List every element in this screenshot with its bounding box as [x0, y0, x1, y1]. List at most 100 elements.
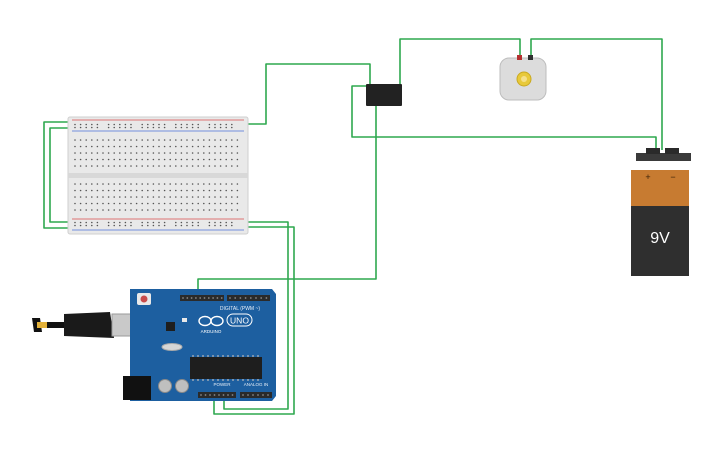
chip-pin [212, 379, 214, 381]
breadboard-hole [225, 145, 227, 148]
breadboard-hole [191, 165, 194, 167]
breadboard-hole [130, 202, 132, 205]
header-pin [216, 297, 219, 299]
breadboard-hole [158, 189, 160, 192]
breadboard-hole [147, 221, 149, 224]
header-pin [209, 394, 211, 396]
breadboard-hole [214, 123, 216, 126]
dc-motor[interactable] [499, 55, 547, 101]
breadboard-hole [85, 152, 87, 154]
breadboard-hole [186, 139, 188, 141]
breadboard-hole [180, 209, 183, 211]
breadboard-hole [102, 183, 104, 185]
breadboard-hole [163, 145, 166, 148]
breadboard-hole [135, 165, 138, 167]
digital-header-2 [227, 295, 270, 301]
breadboard-hole [102, 189, 104, 192]
breadboard-hole [214, 196, 216, 198]
breadboard-hole [197, 126, 199, 129]
wire-relay-to-arduino[interactable] [197, 104, 377, 295]
breadboard-hole [236, 152, 239, 154]
header-pin [242, 394, 244, 396]
breadboard-hole [231, 165, 233, 167]
breadboard-hole [152, 224, 155, 227]
power-jack[interactable] [123, 376, 151, 400]
breadboard-hole [135, 139, 138, 141]
breadboard-hole [79, 126, 82, 129]
breadboard-hole [231, 196, 233, 198]
header-pin [220, 297, 223, 299]
breadboard-hole [147, 126, 149, 129]
header-pin [186, 297, 189, 299]
wire-motor-to-battery[interactable] [530, 38, 663, 150]
breadboard-hole [102, 196, 104, 198]
breadboard-hole [107, 126, 110, 129]
breadboard-hole [113, 189, 115, 192]
breadboard-hole [96, 152, 99, 154]
usb-cable[interactable] [32, 312, 141, 338]
breadboard-hole [175, 158, 177, 161]
breadboard-hole [186, 158, 188, 161]
breadboard-hole [208, 152, 211, 154]
breadboard-hole [107, 158, 110, 161]
breadboard-hole [203, 158, 205, 161]
arduino-uno[interactable]: DIGITAL (PWM ~) ARDUINO UNO POWER ANALOG… [123, 289, 276, 401]
breadboard-hole [130, 145, 132, 148]
breadboard-hole [96, 196, 99, 198]
breadboard-hole [186, 152, 188, 154]
breadboard-hole [158, 126, 160, 129]
breadboard-hole [163, 224, 166, 227]
breadboard-hole [74, 221, 76, 224]
breadboard-hole [191, 139, 194, 141]
wire-breadboard-to-arduino-5v[interactable] [223, 221, 289, 410]
breadboard-hole [197, 165, 199, 167]
breadboard-hole [74, 123, 76, 126]
battery-cap [636, 153, 691, 161]
breadboard-hole [74, 158, 76, 161]
chip-pin [237, 355, 239, 357]
breadboard-hole [96, 224, 99, 227]
breadboard-hole [79, 152, 82, 154]
breadboard-hole [147, 189, 149, 192]
breadboard-hole [91, 189, 93, 192]
breadboard-hole [113, 126, 115, 129]
header-pin [255, 297, 257, 299]
breadboard-hole [147, 139, 149, 141]
breadboard-hole [135, 152, 138, 154]
breadboard-hole [79, 123, 82, 126]
breadboard-hole [141, 123, 143, 126]
breadboard-hole [208, 139, 211, 141]
breadboard-hole [135, 183, 138, 185]
breadboard-hole [124, 126, 127, 129]
breadboard-hole [180, 196, 183, 198]
wire-breadboard-to-arduino-gnd[interactable] [213, 226, 295, 415]
breadboard-hole [169, 165, 171, 167]
wire-breadboard-to-relay[interactable] [242, 63, 371, 125]
breadboard-hole [135, 145, 138, 148]
breadboard-hole [169, 189, 171, 192]
breadboard-hole [130, 126, 132, 129]
breadboard-hole [96, 183, 99, 185]
wire-relay-to-battery[interactable] [351, 85, 657, 150]
breadboard-hole [175, 202, 177, 205]
breadboard-hole [152, 145, 155, 148]
breadboard-hole [219, 209, 222, 211]
breadboard-hole [197, 196, 199, 198]
breadboard-hole [197, 224, 199, 227]
breadboard-hole [130, 165, 132, 167]
wire-breadboard-left-inner[interactable] [49, 127, 78, 223]
breadboard-hole [152, 152, 155, 154]
breadboard-hole [236, 183, 239, 185]
breadboard-hole [180, 126, 183, 129]
wire-breadboard-left-outer[interactable] [43, 121, 78, 229]
breadboard-hole [214, 145, 216, 148]
status-led-block [182, 318, 187, 322]
breadboard-hole [152, 202, 155, 205]
breadboard-hole [180, 123, 183, 126]
breadboard-hole [236, 202, 239, 205]
relay[interactable] [366, 84, 402, 106]
digital-header-1 [180, 295, 224, 301]
breadboard-hole [163, 221, 166, 224]
battery-9v[interactable]: + − 9V [631, 148, 691, 276]
chip-pin [242, 355, 244, 357]
